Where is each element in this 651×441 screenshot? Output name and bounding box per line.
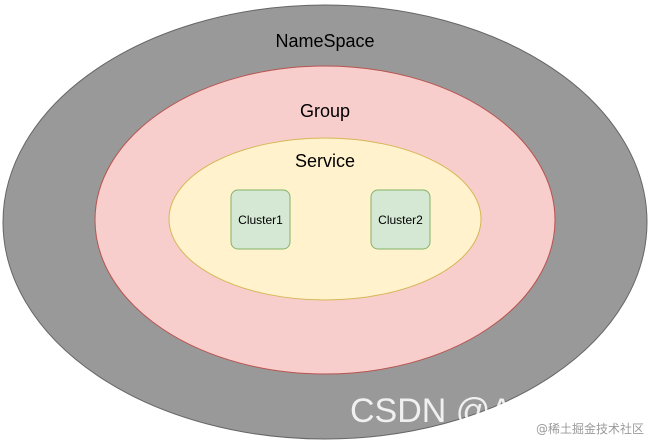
group-label: Group: [300, 101, 350, 121]
cluster-2: Cluster2: [370, 189, 431, 250]
cluster-2-label: Cluster2: [378, 213, 423, 227]
namespace-label: NameSpace: [275, 31, 374, 51]
cluster-2-box: [370, 189, 431, 250]
cluster-1: Cluster1: [230, 189, 291, 250]
service-label: Service: [295, 151, 355, 171]
csdn-watermark: CSDN @A: [350, 392, 513, 430]
cluster-1-box: [230, 189, 291, 250]
service-layer: Service: [168, 137, 482, 301]
juejin-watermark: @稀土掘金技术社区: [536, 421, 644, 436]
cluster-1-label: Cluster1: [238, 213, 283, 227]
service-ellipse: [168, 137, 482, 301]
